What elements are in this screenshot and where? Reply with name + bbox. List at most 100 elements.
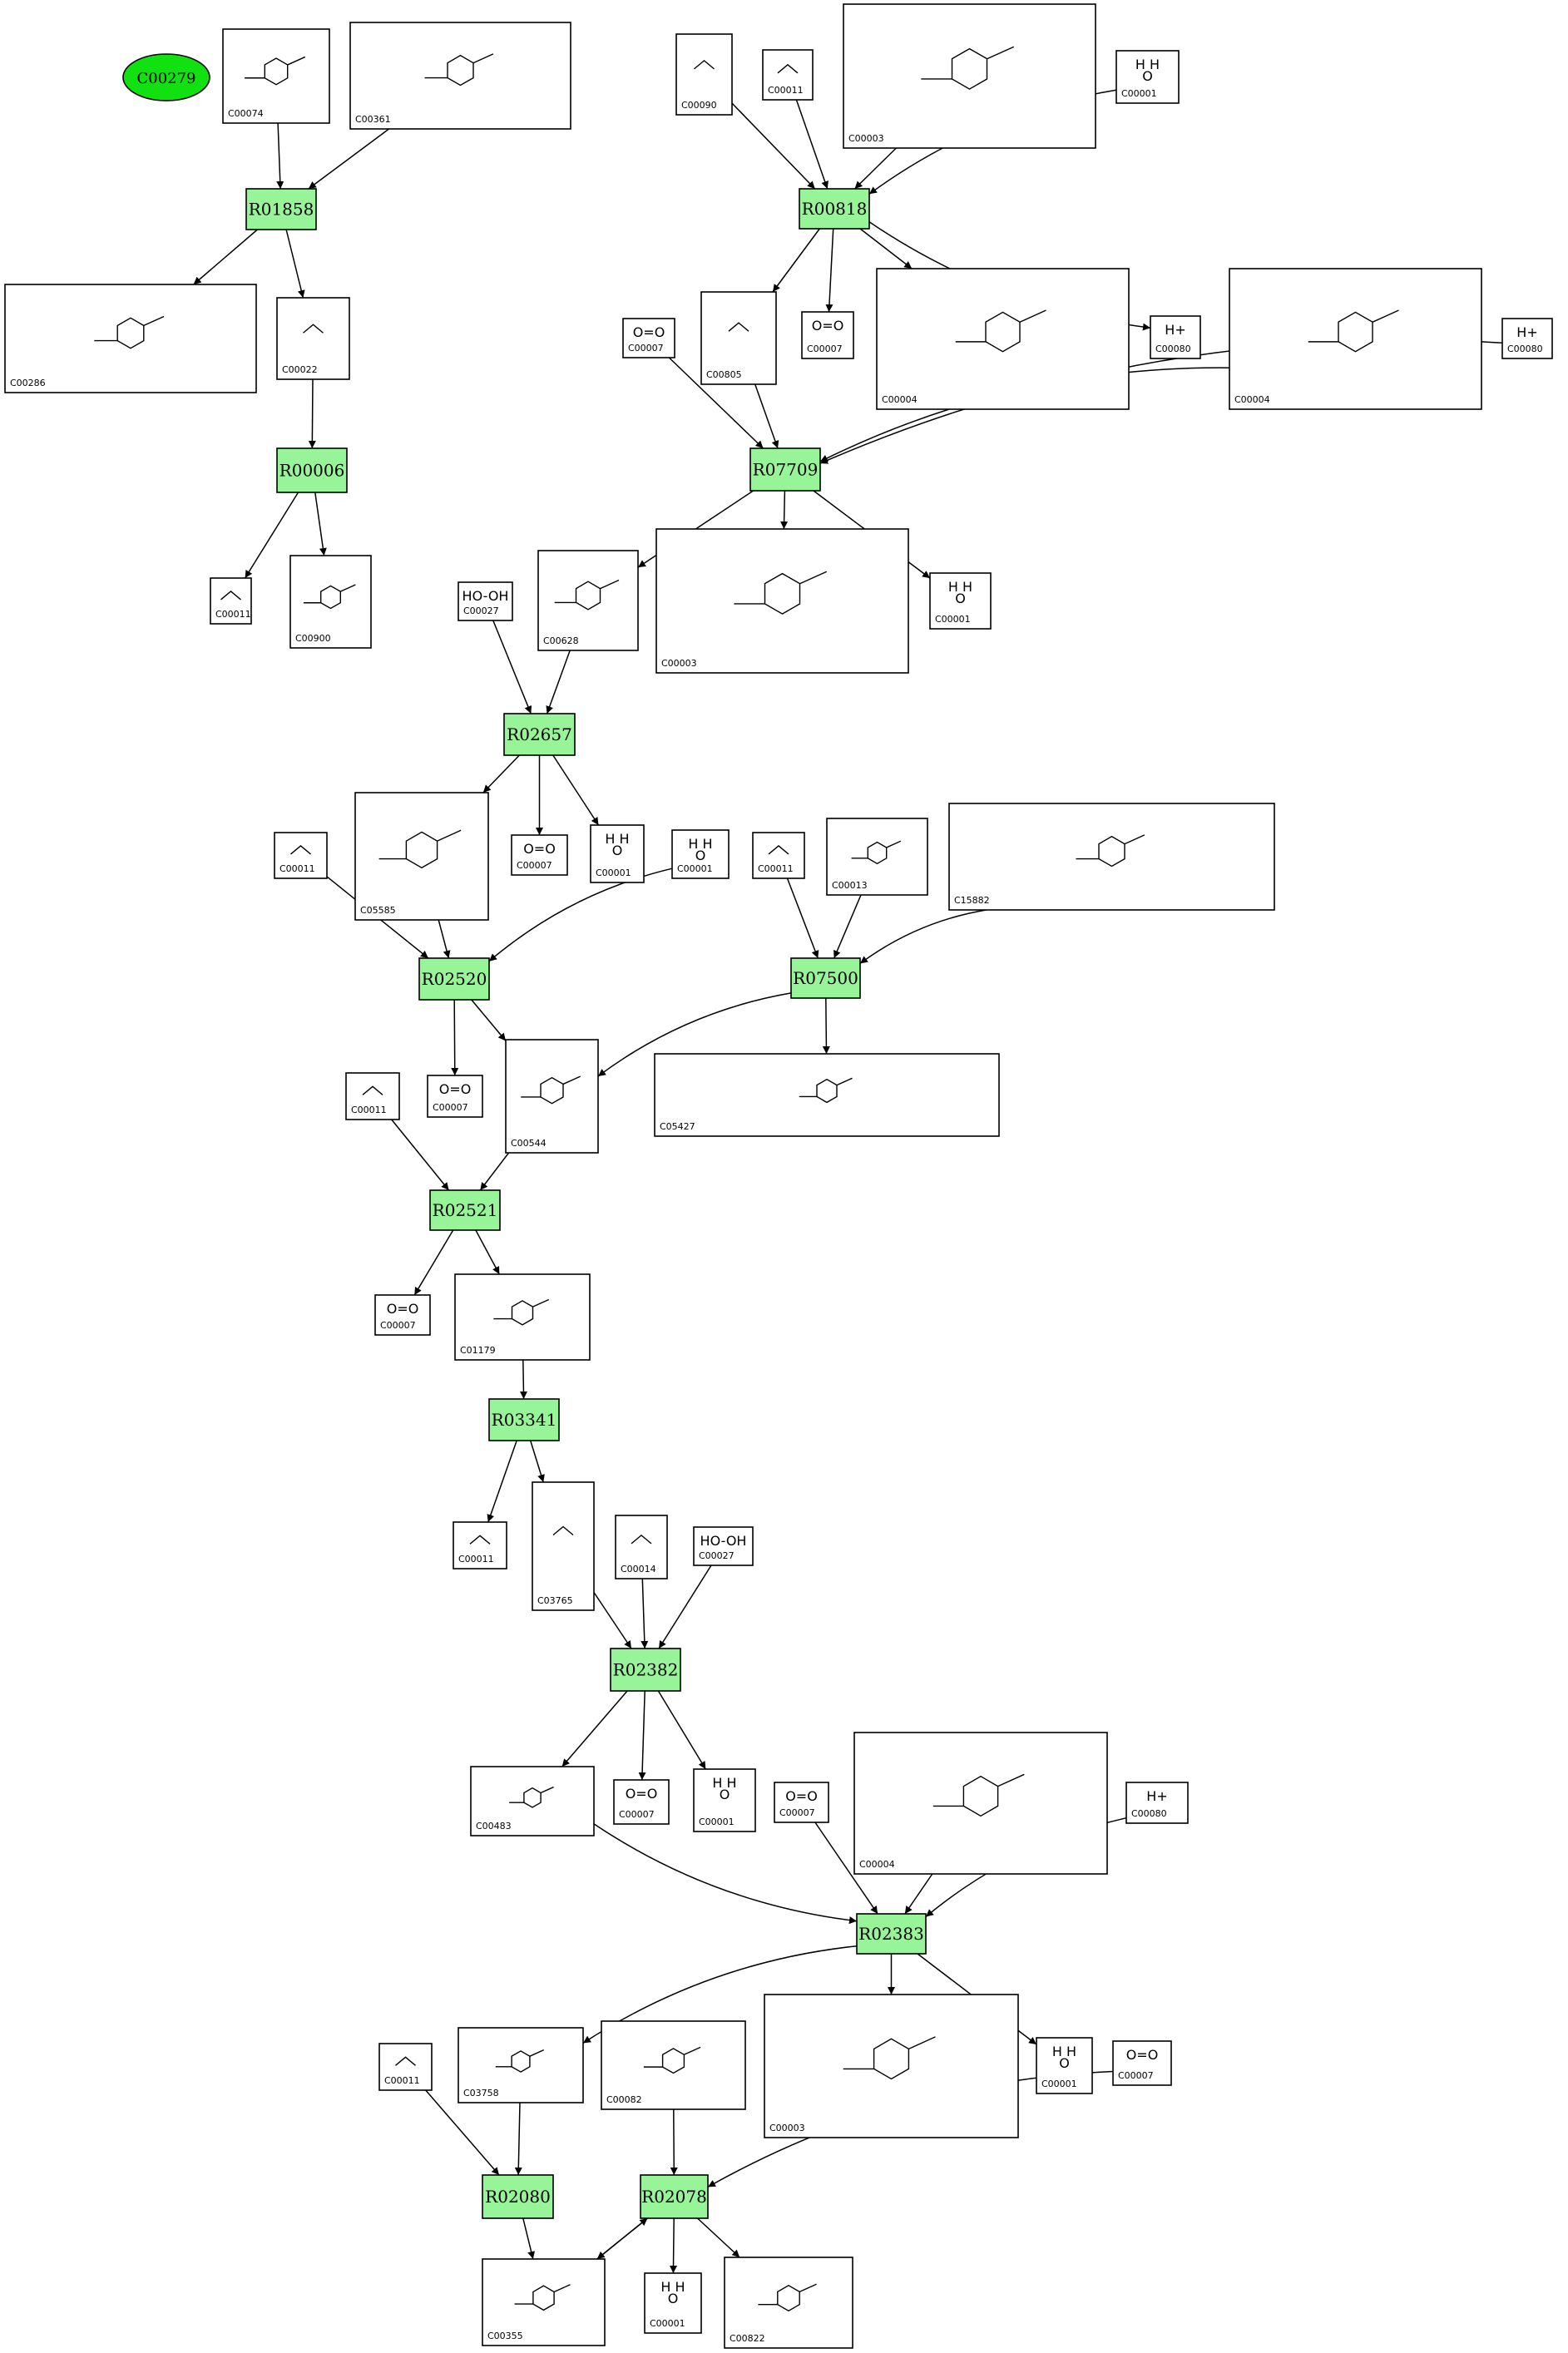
compound-code: C03765 [537,1595,573,1606]
compound-node-c00483[interactable]: C00483 [470,1766,595,1836]
structure-drawing [554,579,620,610]
compound-node-c00090[interactable]: C00090 [675,33,733,116]
compound-node-c00080[interactable]: H+C00080 [1125,1782,1189,1824]
compound-node-c15882[interactable]: C15882 [948,803,1275,911]
compounds-layer: C00074C00361C00286C00022C00011C00900C000… [4,3,1553,2349]
reaction-node-r00818[interactable]: R00818 [799,188,870,230]
reaction-label: R02657 [507,724,572,744]
compound-node-c00011[interactable]: C00011 [453,1521,507,1569]
compound-box [752,832,805,879]
compound-node-c01179[interactable]: C01179 [454,1273,591,1361]
compound-node-c00004[interactable]: C00004 [1229,268,1482,410]
reaction-box [418,957,490,1001]
reaction-node-r02520[interactable]: R02520 [418,957,490,1001]
compound-node-c00011[interactable]: C00011 [210,577,252,625]
compound-node-c00900[interactable]: C00900 [289,555,372,649]
compound-formula: H H [660,2279,685,2295]
compound-code: C00011 [215,609,251,620]
compound-node-c00628[interactable]: C00628 [537,550,639,651]
compound-code: C00007 [380,1320,416,1331]
compound-formula: O [695,848,706,863]
reaction-node-r02078[interactable]: R02078 [640,2174,709,2219]
compound-node-c00080[interactable]: H+C00080 [1501,318,1553,359]
ring-bond [532,2285,555,2311]
compound-node-c00011[interactable]: C00011 [752,832,805,879]
compound-box [622,318,675,358]
bond [728,322,749,332]
compound-node-c00004[interactable]: C00004 [876,268,1130,410]
compound-node-c00014[interactable]: C00014 [615,1515,668,1579]
compound-node-c00011[interactable]: C00011 [345,1072,400,1120]
compound-node-c00355[interactable]: C00355 [482,2258,606,2346]
compound-node-c03758[interactable]: C03758 [458,2027,584,2103]
bond [777,63,799,74]
compound-node-c05427[interactable]: C05427 [654,1053,1000,1137]
compound-box [354,792,489,921]
compound-formula: H H [688,836,712,852]
edge-c00011d-to-r07500 [786,877,819,959]
compound-node-c00003[interactable]: C00003 [843,3,1096,149]
edge-c00027b-to-r02382 [658,1565,712,1649]
compound-node-c00003[interactable]: C00003 [764,1994,1019,2138]
edge-c00805-to-r07709 [754,383,779,449]
edge-c00544-to-r02521 [479,1152,510,1191]
reaction-node-r01858[interactable]: R01858 [245,188,317,230]
compound-node-c00011[interactable]: C00011 [378,2043,433,2091]
chain-bond [532,1298,550,1307]
edge-c03765-to-r02382 [593,1592,632,1649]
reaction-node-r00006[interactable]: R00006 [276,447,348,493]
compound-node-c00003[interactable]: C00003 [655,528,909,674]
reaction-node-r02383[interactable]: R02383 [856,1913,927,1955]
compound-node-c03765[interactable]: C03765 [532,1481,595,1611]
start-compound-node[interactable]: C00279 [122,53,210,101]
reaction-node-r02382[interactable]: R02382 [610,1648,681,1692]
compound-node-c00080[interactable]: H+C00080 [1150,315,1201,359]
compound-box [671,829,730,879]
compound-box [762,49,814,101]
compound-node-c00011[interactable]: C00011 [762,49,814,101]
compound-node-c00805[interactable]: C00805 [700,291,777,385]
reaction-node-r02521[interactable]: R02521 [429,1189,501,1231]
reaction-node-r02080[interactable]: R02080 [482,2174,554,2219]
compound-node-c00361[interactable]: C00361 [349,22,571,130]
reaction-node-r02657[interactable]: R02657 [503,713,576,756]
reaction-node-r07709[interactable]: R07709 [749,447,821,492]
edge-c00361-to-r01858 [308,128,390,190]
compound-node-c00004[interactable]: C00004 [853,1732,1108,1875]
compound-node-c00011[interactable]: C00011 [274,832,328,879]
reaction-node-r03341[interactable]: R03341 [488,1398,560,1441]
compound-node-c05585[interactable]: C05585 [354,792,489,921]
ring-bond [1098,835,1125,868]
compound-node-c00822[interactable]: C00822 [724,2257,853,2349]
structure-drawing [245,56,306,86]
edge-c01179-to-r03341 [519,1359,527,1400]
compound-code: C00628 [543,635,579,646]
compound-node-c00013[interactable]: C00013 [826,818,928,896]
reaction-label: R02382 [613,1660,679,1680]
compound-node-c00082[interactable]: C00082 [601,2020,746,2110]
reaction-node-r07500[interactable]: R07500 [790,957,861,999]
compound-node-c00022[interactable]: C00022 [276,297,350,380]
compound-node-c00544[interactable]: C00544 [505,1039,599,1154]
compound-node-c00074[interactable]: C00074 [222,28,330,124]
compound-node-c00286[interactable]: C00286 [4,284,257,393]
edge-c00004c-to-r02383 [904,1873,933,1915]
